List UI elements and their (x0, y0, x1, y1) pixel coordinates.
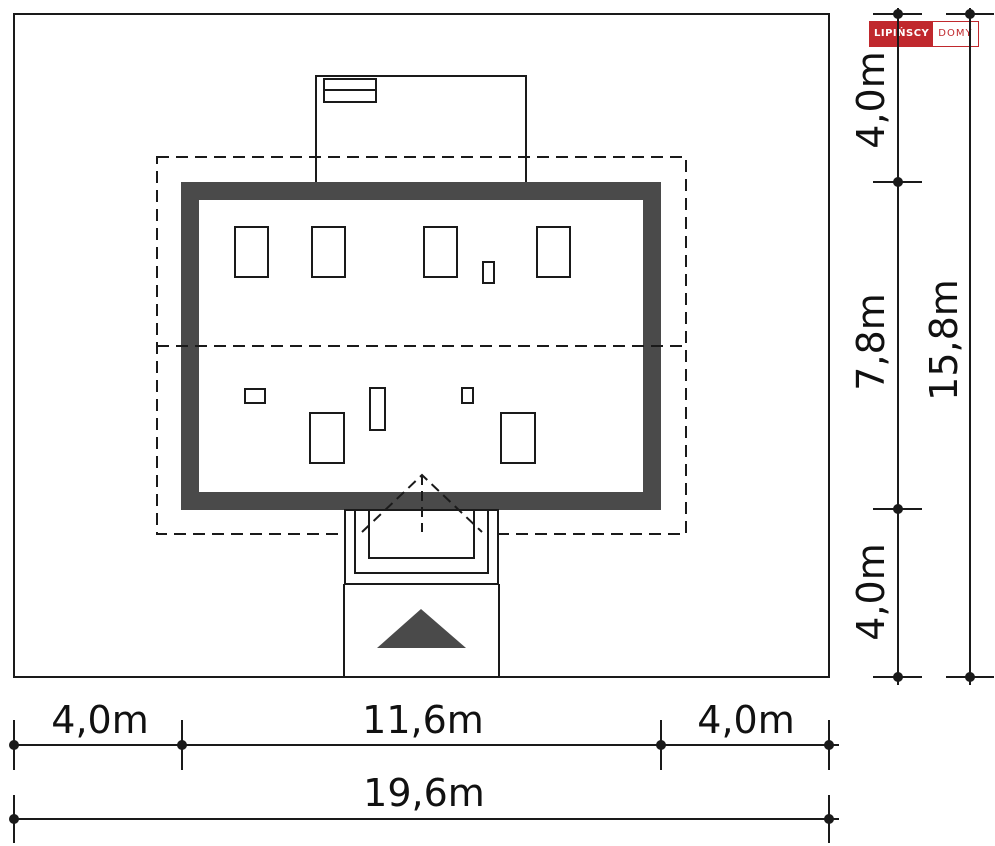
annex-outline (315, 75, 527, 184)
dim-dot (9, 740, 19, 750)
skylight-upper-4 (536, 226, 571, 278)
skylight-upper-1 (234, 226, 269, 278)
dim-label-bottom-middle: 11,6m (362, 698, 484, 742)
plot-boundary (13, 13, 830, 678)
dim-dot (177, 740, 187, 750)
dim-label-right-middle: 7,8m (849, 293, 893, 390)
vent-upper (482, 261, 495, 284)
dim-label-right-total: 15,8m (922, 279, 966, 401)
vent-lower-3 (461, 387, 474, 404)
dim-dot (893, 672, 903, 682)
vent-lower-1 (244, 388, 266, 404)
logo-brand-red: LIPIŃSCY (870, 22, 934, 46)
dim-dot (965, 9, 975, 19)
skylight-upper-2 (311, 226, 346, 278)
entrance-arrow-icon (377, 609, 466, 648)
brand-logo: LIPIŃSCY DOMY (869, 21, 979, 47)
skylight-lower-2 (500, 412, 536, 464)
dim-dot (965, 672, 975, 682)
dim-label-right-top: 4,0m (849, 51, 893, 148)
skylight-upper-3 (423, 226, 458, 278)
dim-dot (893, 177, 903, 187)
dim-dot (824, 740, 834, 750)
dim-dot (824, 814, 834, 824)
logo-brand-white: DOMY (938, 28, 973, 39)
dim-dot (9, 814, 19, 824)
dim-dot (893, 9, 903, 19)
dim-dot (656, 740, 666, 750)
dim-label-right-bottom: 4,0m (849, 543, 893, 640)
vent-lower-2 (369, 387, 386, 431)
dim-label-bottom-left: 4,0m (51, 698, 148, 742)
skylight-lower-1 (309, 412, 345, 464)
dim-dot (893, 504, 903, 514)
dim-label-bottom-total: 19,6m (363, 771, 485, 815)
dim-label-bottom-right: 4,0m (697, 698, 794, 742)
